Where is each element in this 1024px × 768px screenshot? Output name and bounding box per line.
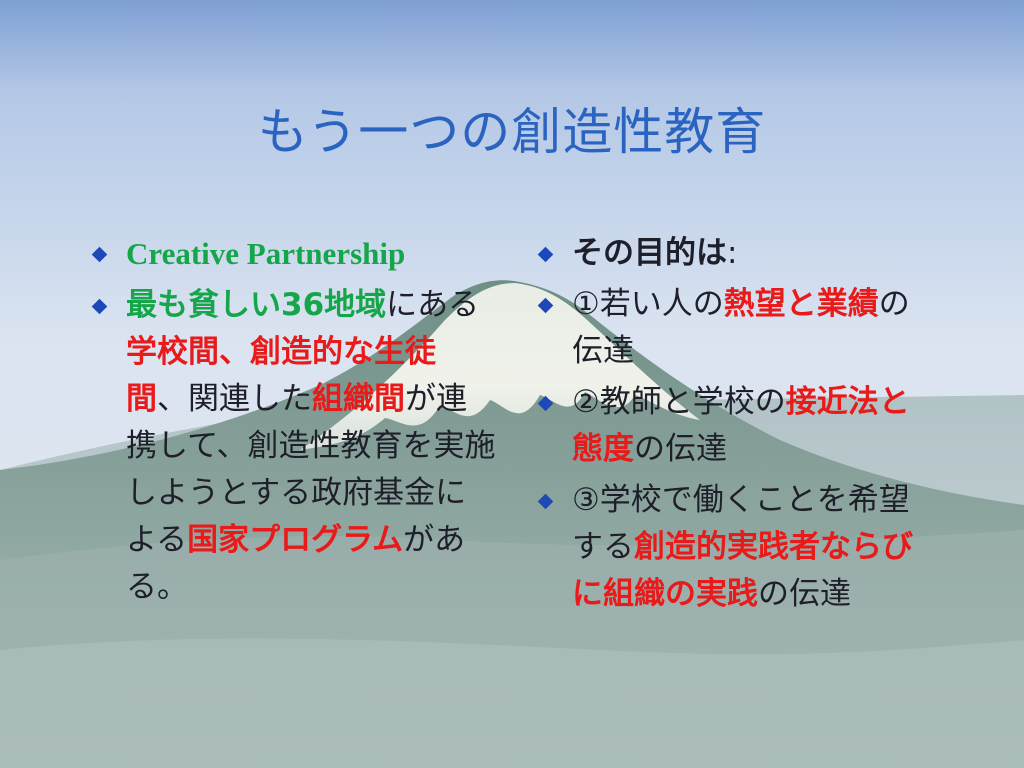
emphasis-red: 創造的実践者ならびに組織の実践	[572, 529, 913, 612]
body-text: :	[727, 235, 738, 271]
body-text: その目的は	[572, 235, 727, 271]
emphasis-red: 国家プログラム	[187, 522, 404, 558]
body-text: の伝達	[634, 431, 727, 467]
list-item: ②教師と学校の接近法と態度の伝達	[532, 379, 932, 473]
emphasis-red: 学校間、創造的な生徒間	[126, 334, 436, 417]
list-item: ③学校で働くことを希望する創造的実践者ならびに組織の実践の伝達	[532, 477, 932, 618]
body-text: ②教師と学校の	[572, 384, 786, 420]
body-text: ①若い人の	[572, 286, 724, 322]
body-text: ③学校で働くことを希望する	[572, 482, 910, 565]
diamond-bullet-icon	[537, 493, 554, 510]
body-text: の伝達	[758, 576, 851, 612]
body-text: が連携して、創造性教育を実施しようとする政府基金による	[126, 381, 496, 558]
diamond-bullet-icon	[537, 395, 554, 412]
emphasis-red: 接近法と態度	[572, 384, 910, 467]
diamond-bullet-icon	[91, 246, 108, 263]
body-text: がある。	[126, 522, 466, 605]
list-item: 最も貧しい36地域にある学校間、創造的な生徒間、関連した組織間が連携して、創造性…	[86, 282, 496, 611]
emphasis-green: 最も貧しい36地域	[126, 287, 387, 323]
diamond-bullet-icon	[537, 246, 554, 263]
emphasis-red: 組織間	[312, 381, 405, 417]
body-text: にある	[386, 287, 480, 323]
slide-title: もう一つの創造性教育	[257, 103, 767, 161]
list-item: ①若い人の熱望と業績の伝達	[532, 281, 932, 375]
diamond-bullet-icon	[91, 298, 108, 315]
body-text: の伝達	[572, 286, 910, 369]
list-item: その目的は:	[532, 230, 932, 277]
left-bullet-list: Creative Partnership 最も貧しい36地域にある学校間、創造的…	[86, 230, 496, 615]
program-name: Creative Partnership	[126, 236, 406, 271]
diamond-bullet-icon	[537, 297, 554, 314]
body-text: 、関連した	[157, 381, 312, 417]
right-bullet-list: その目的は: ①若い人の熱望と業績の伝達 ②教師と学校の接近法と態度の伝達 ③学…	[532, 230, 932, 622]
emphasis-red: 熱望と業績	[723, 286, 879, 322]
list-item: Creative Partnership	[86, 230, 496, 278]
